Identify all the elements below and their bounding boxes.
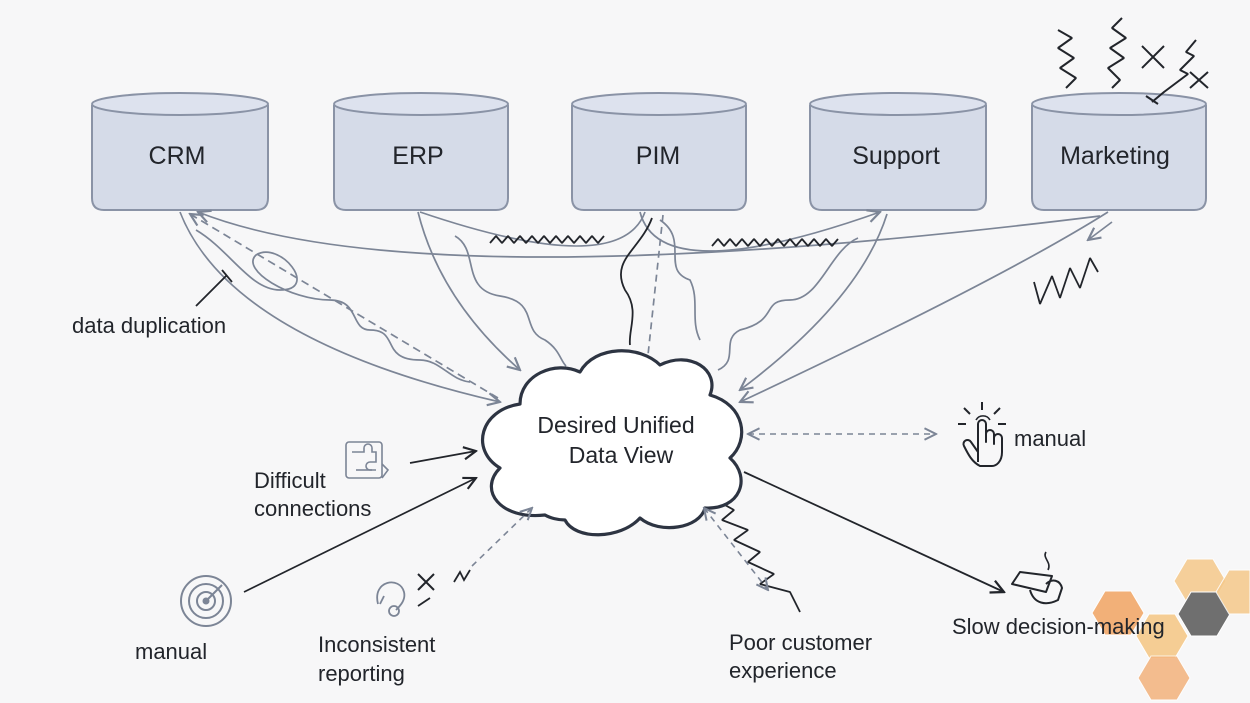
cloud-title-line1: Desired Unified — [537, 412, 694, 438]
inconsistent-reporting-group: Inconsistent reporting — [318, 508, 532, 686]
hexagon-cluster — [1091, 558, 1250, 701]
poor-customer-experience-line2: experience — [729, 658, 837, 683]
database-support-label: Support — [852, 142, 940, 170]
manual-left-label: manual — [135, 639, 207, 664]
slow-decision-making-label: Slow decision-making — [952, 614, 1165, 639]
inconsistent-reporting-line2: reporting — [318, 661, 405, 686]
unified-data-view-cloud: Desired Unified Data View — [481, 349, 744, 537]
manual-right-label: manual — [1014, 426, 1086, 451]
database-marketing: Marketing — [1031, 92, 1207, 211]
manual-left-group: manual — [135, 478, 476, 664]
database-erp: ERP — [333, 92, 509, 211]
difficult-connections-line1: Difficult — [254, 468, 326, 493]
hand-writing-icon — [1011, 551, 1063, 605]
database-pim: PIM — [571, 92, 747, 211]
poor-customer-experience-line1: Poor customer — [729, 630, 872, 655]
difficult-connections-line2: connections — [254, 496, 371, 521]
manual-right-group: manual — [748, 402, 1086, 467]
cloud-title-line2: Data View — [569, 442, 674, 468]
database-marketing-label: Marketing — [1060, 142, 1170, 170]
database-crm-label: CRM — [149, 142, 206, 170]
database-crm: CRM — [91, 92, 269, 211]
database-erp-label: ERP — [392, 142, 443, 170]
slow-decision-making-group: Slow decision-making — [743, 471, 1250, 701]
database-support: Support — [809, 92, 987, 211]
puzzle-document-icon — [345, 441, 390, 479]
data-duplication-label: data duplication — [72, 313, 226, 338]
target-icon — [180, 575, 232, 627]
difficult-connections-group: Difficult connections — [254, 441, 476, 521]
system-connections — [179, 212, 1113, 402]
headset-icon — [376, 581, 406, 617]
data-duplication-callout: data duplication — [72, 269, 233, 338]
hand-tap-icon — [958, 402, 1006, 467]
database-pim-label: PIM — [636, 142, 680, 170]
chaos-scribbles — [1057, 17, 1209, 105]
inconsistent-reporting-line1: Inconsistent — [318, 632, 435, 657]
poor-customer-experience-group: Poor customer experience — [704, 508, 872, 683]
